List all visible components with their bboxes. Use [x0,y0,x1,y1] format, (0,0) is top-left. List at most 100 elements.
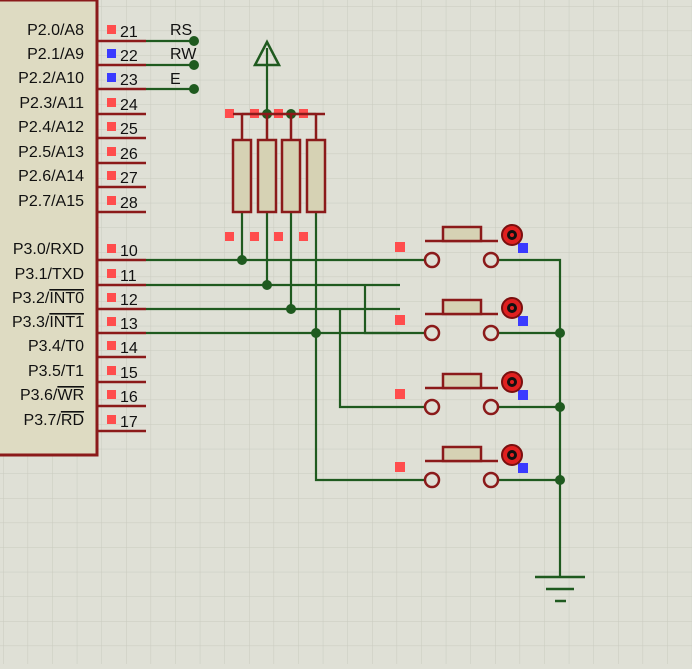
microcontroller-chip[interactable] [0,0,99,457]
pin-number: 21 [120,24,138,41]
pin-label: P2.6/A14 [18,168,84,185]
pin-state-indicator [107,415,116,424]
pin-number: 14 [120,340,138,357]
push-button-1[interactable] [395,224,528,269]
pin-state-indicator [107,341,116,350]
chip-pin-27: P2.6/A14 27 [18,168,146,189]
resistor-2[interactable] [250,109,278,241]
push-button-3[interactable] [395,371,528,416]
logic-probe-icon [501,444,523,466]
button-terminal [423,398,441,416]
pin-state-indicator [107,25,116,34]
net-label-e: E [170,71,181,88]
pin-state-indicator [299,232,308,241]
pin-number: 23 [120,72,138,89]
net-label-rw: RW [170,46,197,63]
button-terminal [423,251,441,269]
push-button-2[interactable] [395,297,528,342]
push-button-4[interactable] [395,444,528,489]
pin-label: P3.2/INT0 [12,290,84,307]
pin-label-function: T0 [65,338,84,355]
pin-state-indicator [107,293,116,302]
button-terminal [482,324,500,342]
pin-label: P3.5/T1 [28,363,84,380]
pin-label-prefix: P3.5/ [28,363,66,380]
pin-number: 16 [120,389,138,406]
pin-label-function: RD [61,412,84,429]
button-terminal [423,471,441,489]
junction-dot [555,328,565,338]
pin-number: 11 [120,268,137,285]
pin-number: 27 [120,170,138,187]
pin-state-indicator [274,232,283,241]
ground-icon[interactable] [535,575,585,603]
pin-label-prefix: P3.2/ [12,290,50,307]
pin-state-indicator [107,98,116,107]
chip-pin-16: P3.6/WR 16 [20,387,146,408]
junction-dot [262,280,272,290]
pin-label-function: RXD [50,241,84,258]
chip-pin-23: P2.2/A10 23 [18,70,146,91]
pin-number: 10 [120,243,138,260]
resistor-4[interactable] [299,109,327,241]
button-terminal [423,324,441,342]
button-cap[interactable] [441,372,483,390]
pin-number: 13 [120,316,138,333]
pin-state-indicator [107,390,116,399]
button-cap[interactable] [441,445,483,463]
pin-number: 26 [120,146,138,163]
pin-label-function: INT1 [49,314,84,331]
wire-lcd-control [146,39,194,91]
pin-number: 15 [120,365,138,382]
net-label-rs: RS [170,22,192,39]
pin-label-function: TXD [52,266,84,283]
pin-state-indicator [107,73,116,82]
pin-label: P3.4/T0 [28,338,84,355]
resistor-body[interactable] [231,138,253,214]
resistor-body[interactable] [256,138,278,214]
pin-state-indicator [107,122,116,131]
probe-dot [510,306,514,310]
resistor-body[interactable] [280,138,302,214]
net-labels: RS RW E [170,22,197,88]
button-terminal [482,251,500,269]
pin-state-indicator [107,269,116,278]
pin-state-indicator [107,196,116,205]
pin-state-indicator [107,244,116,253]
pin-state-indicator [518,243,528,253]
push-buttons[interactable] [395,224,528,489]
junction-dot [555,402,565,412]
pin-label: P2.5/A13 [18,144,84,161]
power-arrow-icon[interactable] [252,39,282,67]
pin-number: 12 [120,292,138,309]
junction-dot [237,255,247,265]
pin-label-prefix: P3.0/ [13,241,51,258]
chip-pin-10: P3.0/RXD 10 [13,241,146,262]
junction-dot [189,60,199,70]
pin-state-indicator [107,147,116,156]
chip-pin-14: P3.4/T0 14 [28,338,146,359]
pin-label: P2.3/A11 [19,95,84,112]
button-cap[interactable] [441,225,483,243]
pin-state-indicator [395,462,405,472]
wire-button3 [338,309,432,409]
pin-label: P2.2/A10 [18,70,84,87]
pin-state-indicator [518,463,528,473]
pin-label: P3.6/WR [20,387,84,404]
resistor-pack[interactable] [225,109,327,241]
button-cap[interactable] [441,298,483,316]
resistor-1[interactable] [225,109,253,241]
resistor-body[interactable] [305,138,327,214]
pin-state-indicator [395,242,405,252]
probe-dot [510,233,514,237]
junctions [189,36,565,485]
pin-number: 22 [120,48,138,65]
chip-body[interactable] [0,0,99,457]
